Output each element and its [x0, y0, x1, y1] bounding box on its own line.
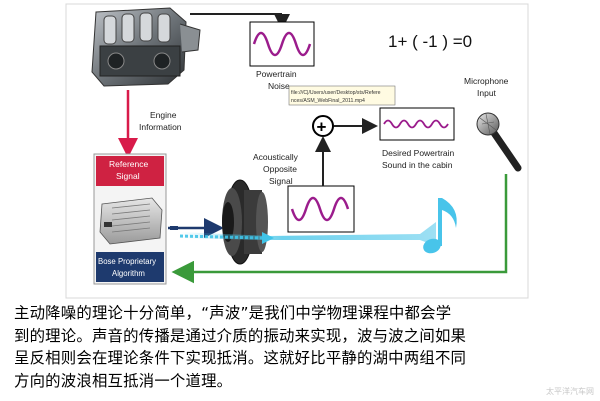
bose-label-2: Algorithm	[112, 269, 145, 278]
caption-line: 方向的波浪相互抵消一个道理。	[14, 371, 233, 390]
bose-algorithm-footer	[96, 252, 164, 282]
microphone-label-2: Input	[477, 88, 497, 98]
caption-line: 主动降噪的理论十分简单，“声波”是我们中学物理课程中都会学	[14, 304, 452, 322]
file-tooltip-line-2: nces/ASM_WebFinal_2011.mp4	[291, 98, 365, 104]
reference-signal-header	[96, 156, 164, 186]
anc-diagram: Engine Information Powertrain Noise file…	[65, 3, 529, 299]
desired-waveform	[383, 119, 449, 129]
opposite-label-2: Opposite	[263, 164, 297, 174]
desired-sound-label-1: Desired Powertrain	[382, 148, 455, 158]
opposite-label-1: Acoustically	[253, 152, 299, 162]
reference-signal-label-2: Signal	[116, 171, 140, 181]
powertrain-noise-label-1: Powertrain	[256, 69, 297, 79]
microphone-label-1: Microphone	[464, 76, 509, 86]
desired-sound-label-2: Sound in the cabin	[382, 160, 453, 170]
engine-info-label-1: Engine	[150, 110, 177, 120]
music-note-icon	[423, 198, 457, 254]
engine-info-label-2: Information	[139, 122, 182, 132]
equation-text: 1+ ( -1 ) =0	[388, 32, 472, 51]
file-tooltip	[288, 85, 396, 106]
feedback-loop-arrow	[171, 174, 508, 284]
caption-line: 呈反相则会在理论条件下实现抵消。这就好比平静的湖中两组不同	[14, 349, 467, 367]
microphone-image	[476, 112, 522, 172]
watermark: 太平洋汽车网	[546, 387, 594, 396]
opposite-label-3: Signal	[269, 176, 293, 186]
sound-flow-beam	[180, 222, 436, 246]
bose-module-image	[99, 197, 163, 245]
caption-text: 主动降噪的理论十分简单，“声波”是我们中学物理课程中都会学 到的理论。声音的传播…	[14, 302, 594, 392]
bose-label-1: Bose Proprietary	[98, 257, 156, 266]
plus-symbol: +	[317, 118, 327, 137]
speaker-image	[222, 179, 268, 265]
caption-line: 到的理论。声音的传播是通过介质的振动来实现，波与波之间如果	[14, 326, 467, 345]
opposite-waveform	[290, 196, 350, 222]
noise-waveform	[252, 31, 312, 57]
reference-signal-label-1: Reference	[109, 159, 148, 169]
file-tooltip-line-1: file:///C|/Users/user/Desktop/sts/Refere	[291, 90, 381, 96]
engine-image	[91, 7, 201, 87]
powertrain-noise-label-2: Noise	[268, 81, 290, 91]
